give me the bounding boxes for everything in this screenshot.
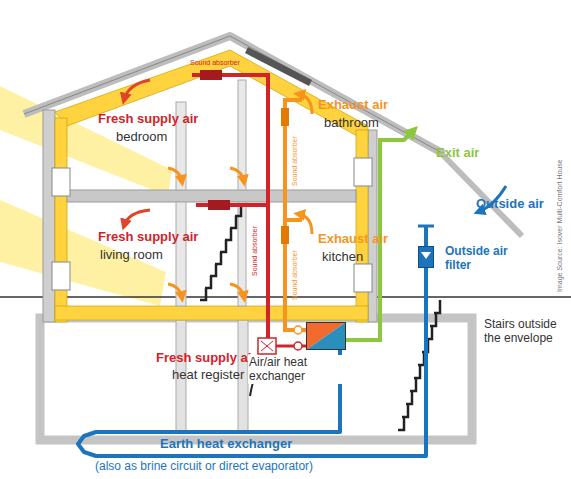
staircase (398, 300, 440, 430)
sound-absorber-symbol (281, 226, 289, 244)
stair-step (398, 417, 404, 430)
outside-air-duct (418, 186, 506, 246)
flow-arrow (230, 168, 244, 182)
shape-outline (306, 322, 346, 350)
wall-insulation (55, 118, 67, 322)
stair-step (200, 288, 206, 300)
house-shell (24, 36, 522, 322)
flow-label: Exit air (436, 146, 479, 161)
flow-label: Exhaust air (318, 232, 388, 247)
flow-label: Fresh supply air (98, 230, 198, 245)
node-label: Outside air filter (444, 244, 526, 273)
window (354, 264, 372, 292)
shape-outline (418, 246, 434, 268)
window (52, 168, 70, 196)
cold-side (306, 322, 346, 350)
floor-insulation (55, 306, 368, 320)
stair-step (402, 404, 408, 417)
sound-absorber-symbol (200, 70, 222, 80)
filter-body (419, 247, 434, 268)
exhaust-duct (281, 100, 306, 350)
stair-step (230, 216, 236, 228)
lean-to-roof (440, 152, 522, 236)
flow-label: Exhaust air (318, 98, 388, 113)
room-label: living room (100, 248, 163, 263)
fan-symbol (294, 342, 302, 350)
watermark: Image Source: Isover Multi-Comfort House (556, 159, 564, 292)
basement-wall (40, 318, 472, 440)
supply-duct (196, 203, 268, 207)
stair-step (205, 276, 211, 288)
sound-absorber-symbol (208, 200, 230, 210)
note-label: (also as brine circuit or direct evapora… (95, 460, 313, 474)
supply-duct (192, 75, 276, 346)
part-label: Sound absorber (251, 226, 259, 276)
flow-arrow (168, 168, 182, 182)
part-label: Sound absorber (291, 136, 299, 186)
stair-step (434, 300, 440, 313)
room-label: bathroom (324, 116, 379, 131)
box-outline (307, 323, 346, 350)
supply-duct (192, 70, 306, 354)
window (354, 158, 372, 186)
exhaust-duct (285, 218, 302, 222)
flow-arrow (124, 210, 150, 226)
window (52, 262, 70, 290)
filter-box: Outside air filter (418, 246, 434, 268)
node-label: Air/air heat exchanger (248, 355, 346, 384)
stair-step (414, 365, 420, 378)
roof-edge (24, 36, 444, 154)
stair-step (220, 240, 226, 252)
flow-label: Outside air (476, 197, 544, 212)
basement (40, 318, 472, 440)
stair-step (225, 228, 231, 240)
room-label: bedroom (116, 130, 167, 145)
roof (24, 36, 444, 154)
stair-step (215, 252, 221, 264)
flow-arrow (298, 214, 312, 234)
flow-arrow (168, 284, 182, 298)
stair-step (406, 391, 412, 404)
sound-absorber-symbol (281, 108, 289, 126)
roof-insulation (55, 50, 368, 142)
warm-side (306, 322, 346, 350)
flow-arrow (230, 284, 244, 298)
flow-label: Fresh supply air (98, 112, 198, 127)
air-intake (418, 225, 434, 228)
stair-step (418, 352, 424, 365)
heat-register-symbol (258, 338, 276, 354)
fan-symbol (294, 326, 302, 334)
flow-label: Fresh supply air (156, 351, 256, 366)
flow-arrow (298, 94, 312, 114)
stair-step (430, 313, 436, 326)
note-label: Stairs outside the envelope (484, 318, 568, 346)
part-label: Sound absorber (190, 59, 240, 67)
room-label: kitchen (322, 250, 363, 265)
heat-register-symbol (261, 341, 273, 351)
outside-air-duct (424, 226, 428, 246)
part-label: heat register (172, 368, 244, 383)
earth-heat-exchanger-pipe (78, 268, 426, 456)
part-label: Sound absorber (291, 250, 299, 300)
stair-step (410, 378, 416, 391)
filter-mark (421, 252, 431, 259)
part-label: Earth heat exchanger (160, 437, 292, 452)
heat-exchanger-box: Air/air heat exchanger (306, 322, 346, 350)
sun-beam (0, 200, 166, 306)
flow-arrow (124, 80, 150, 100)
stair-step (210, 264, 216, 276)
